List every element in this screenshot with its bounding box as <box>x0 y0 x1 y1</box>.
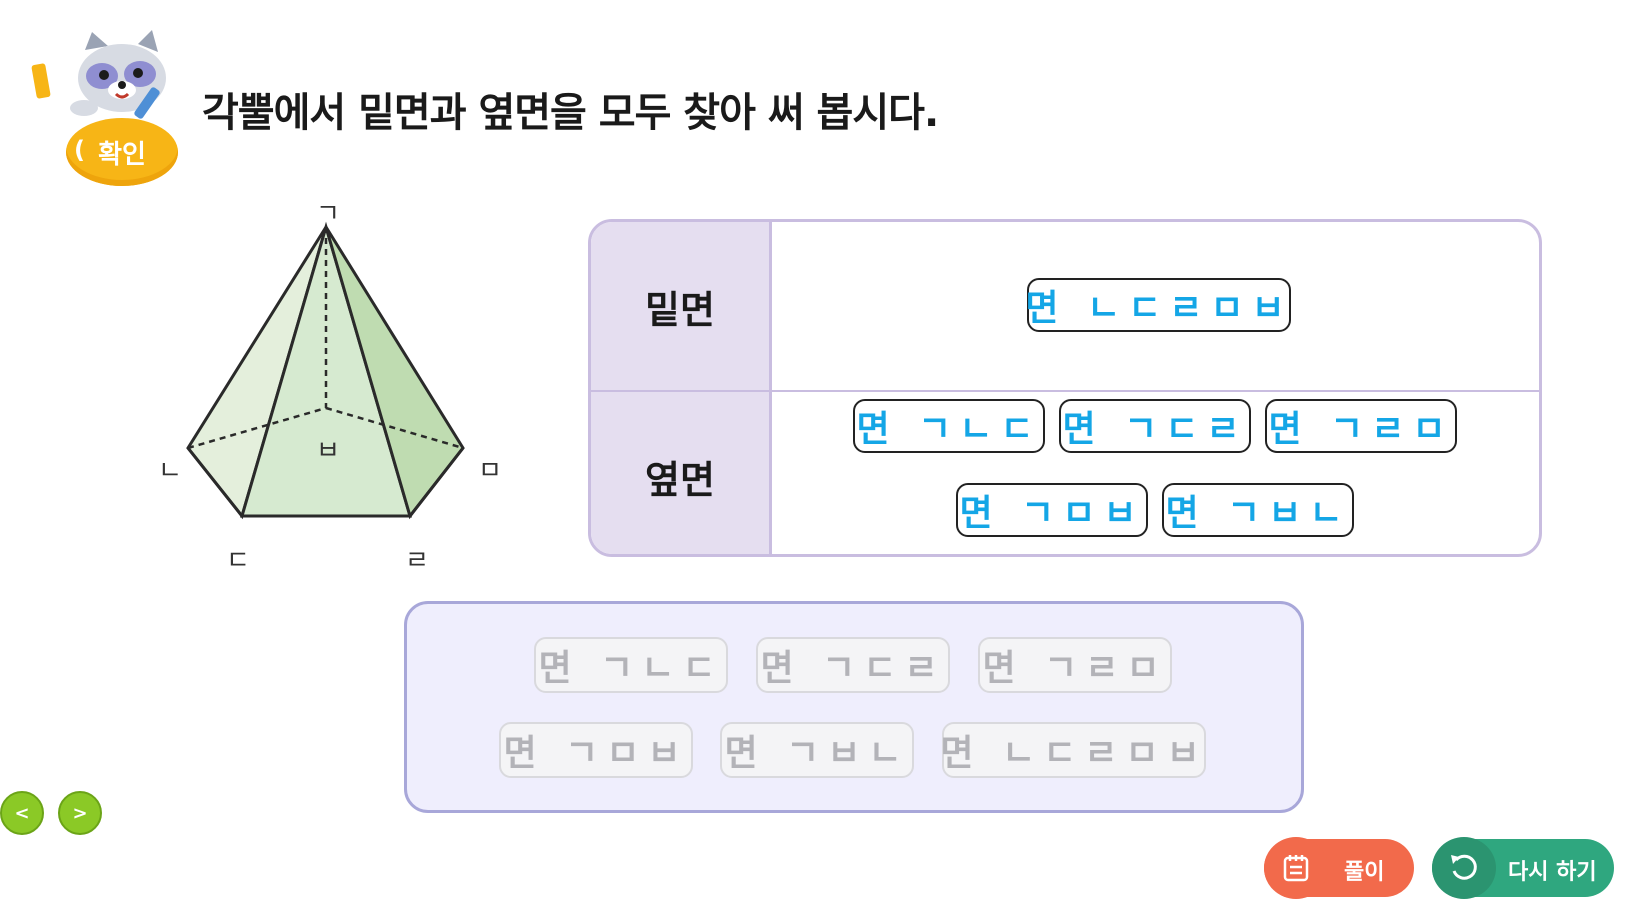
bank-chip[interactable]: 면 ㄱㅁㅂ <box>499 722 693 778</box>
base-face-header: 밑면 <box>591 222 769 392</box>
table-divider-vertical <box>769 222 772 554</box>
side-answer-chip[interactable]: 면 ㄱㅂㄴ <box>1162 483 1354 537</box>
vertex-label-giyeok: ㄱ <box>316 199 340 229</box>
check-badge: ( 확인 <box>66 118 178 186</box>
answer-table: 밑면 옆면 면 ㄴㄷㄹㅁㅂ 면 ㄱㄴㄷ 면 ㄱㄷㄹ 면 ㄱㄹㅁ 면 ㄱㅁㅂ 면 … <box>588 219 1542 557</box>
question-text: 각뿔에서 밑면과 옆면을 모두 찾아 써 봅시다. <box>202 90 939 136</box>
raccoon-mascot-icon <box>31 30 166 119</box>
table-divider-horizontal <box>772 390 1539 392</box>
answer-bank: 면 ㄱㄴㄷ 면 ㄱㄷㄹ 면 ㄱㄹㅁ 면 ㄱㅁㅂ 면 ㄱㅂㄴ 면 ㄴㄷㄹㅁㅂ <box>404 601 1304 813</box>
vertex-label-bieup: ㅂ <box>316 436 340 466</box>
vertex-label-mieum: ㅁ <box>478 456 502 486</box>
retry-button-label: 다시 하기 <box>1508 860 1597 885</box>
side-answer-chip[interactable]: 면 ㄱㄷㄹ <box>1059 399 1251 453</box>
notepad-icon <box>1264 837 1328 899</box>
solution-button[interactable]: 풀이 <box>1264 837 1414 899</box>
bank-chip[interactable]: 면 ㄴㄷㄹㅁㅂ <box>940 722 1206 778</box>
vertex-label-nieun: ㄴ <box>158 456 182 486</box>
base-answer-chip[interactable]: 면 ㄴㄷㄹㅁㅂ <box>1025 278 1291 332</box>
retry-button[interactable]: 다시 하기 <box>1432 837 1614 899</box>
side-answer-chip[interactable]: 면 ㄱㄴㄷ <box>853 399 1045 453</box>
pyramid-figure <box>186 221 465 520</box>
bank-chip[interactable]: 면 ㄱㄹㅁ <box>978 637 1172 693</box>
vertex-label-digeut: ㄷ <box>226 546 250 576</box>
vertex-label-rieul: ㄹ <box>405 546 429 576</box>
side-face-header: 옆면 <box>591 392 769 554</box>
side-answer-chip[interactable]: 면 ㄱㄹㅁ <box>1265 399 1457 453</box>
next-button[interactable]: > <box>58 791 102 835</box>
bank-chip[interactable]: 면 ㄱㄷㄹ <box>756 637 950 693</box>
bank-chip[interactable]: 면 ㄱㅂㄴ <box>720 722 914 778</box>
badge-label: 확인 <box>98 140 146 170</box>
bank-chip[interactable]: 면 ㄱㄴㄷ <box>534 637 728 693</box>
solution-button-label: 풀이 <box>1344 860 1385 885</box>
retry-icon <box>1432 837 1496 899</box>
prev-button[interactable]: < <box>0 791 44 835</box>
side-answer-chip[interactable]: 면 ㄱㅁㅂ <box>956 483 1148 537</box>
